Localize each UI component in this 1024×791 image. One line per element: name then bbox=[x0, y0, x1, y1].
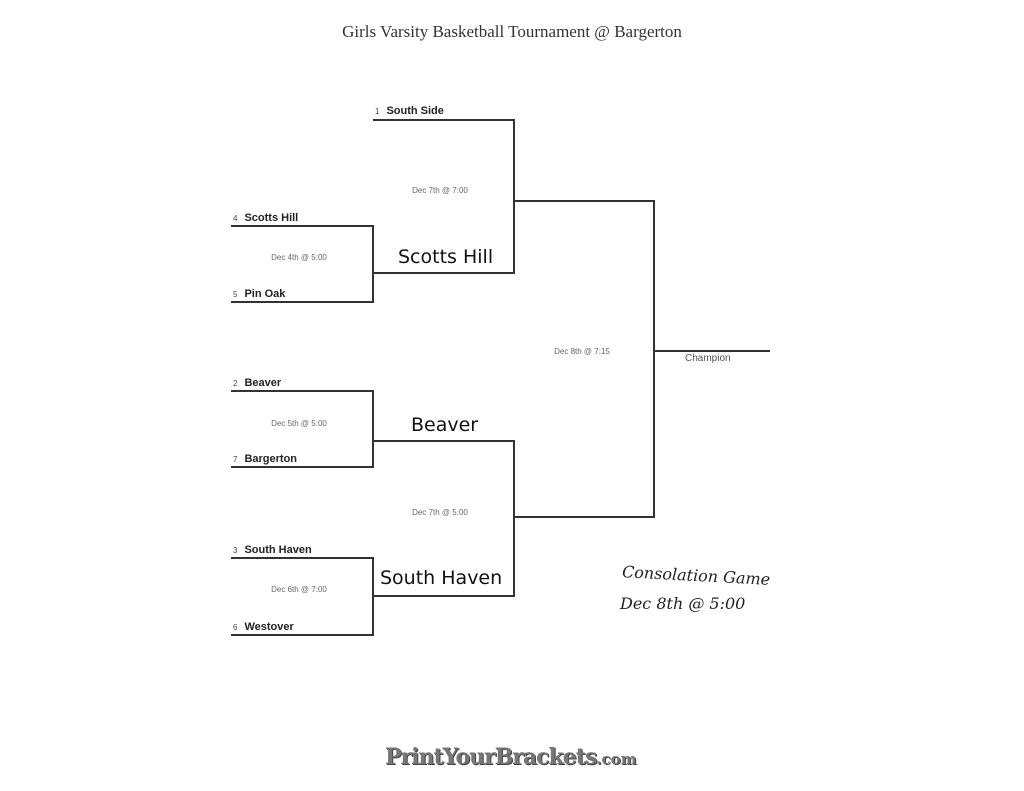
logo: PrintYourBrackets.com bbox=[385, 744, 637, 770]
team-slot-2: 2 Beaver bbox=[233, 377, 281, 389]
seed: 2 bbox=[233, 379, 238, 388]
team-name: Bargerton bbox=[244, 453, 298, 465]
seed: 6 bbox=[233, 623, 238, 632]
winner-name: Beaver bbox=[411, 414, 479, 436]
team-name: Westover bbox=[244, 621, 294, 633]
seed: 5 bbox=[233, 290, 238, 299]
team-name: Scotts Hill bbox=[244, 212, 299, 224]
logo-suffix: .com bbox=[596, 750, 637, 768]
winner-name: Scotts Hill bbox=[398, 246, 494, 268]
game-date: Dec 5th @ 5:00 bbox=[271, 419, 327, 428]
team-slot-7: 7 Bargerton bbox=[233, 453, 297, 465]
logo-text: PrintYourBrackets bbox=[385, 744, 597, 770]
seed: 4 bbox=[233, 214, 238, 223]
winner-name: South Haven bbox=[380, 567, 503, 589]
seed: 3 bbox=[233, 546, 238, 555]
team-name: South Side bbox=[386, 105, 444, 117]
game-date: Dec 7th @ 5:00 bbox=[412, 508, 468, 517]
game-date: Dec 6th @ 7:00 bbox=[271, 585, 327, 594]
champion-label: Champion bbox=[685, 353, 731, 364]
seed: 1 bbox=[375, 107, 380, 116]
team-slot-1: 1 South Side bbox=[375, 105, 444, 117]
consolation-date: Dec 8th @ 5:00 bbox=[620, 594, 746, 613]
team-slot-6: 6 Westover bbox=[233, 621, 294, 633]
team-name: Pin Oak bbox=[244, 288, 286, 300]
seed: 7 bbox=[233, 455, 238, 464]
consolation-note: Consolation Game bbox=[621, 562, 771, 589]
game-date: Dec 4th @ 5:00 bbox=[271, 253, 327, 262]
team-slot-3: 3 South Haven bbox=[233, 544, 312, 556]
team-name: South Haven bbox=[244, 544, 312, 556]
team-slot-4: 4 Scotts Hill bbox=[233, 212, 298, 224]
team-slot-5: 5 Pin Oak bbox=[233, 288, 285, 300]
game-date: Dec 8th @ 7:15 bbox=[554, 347, 610, 356]
team-name: Beaver bbox=[244, 377, 282, 389]
page-title: Girls Varsity Basketball Tournament @ Ba… bbox=[342, 22, 682, 41]
game-date: Dec 7th @ 7:00 bbox=[412, 186, 468, 195]
